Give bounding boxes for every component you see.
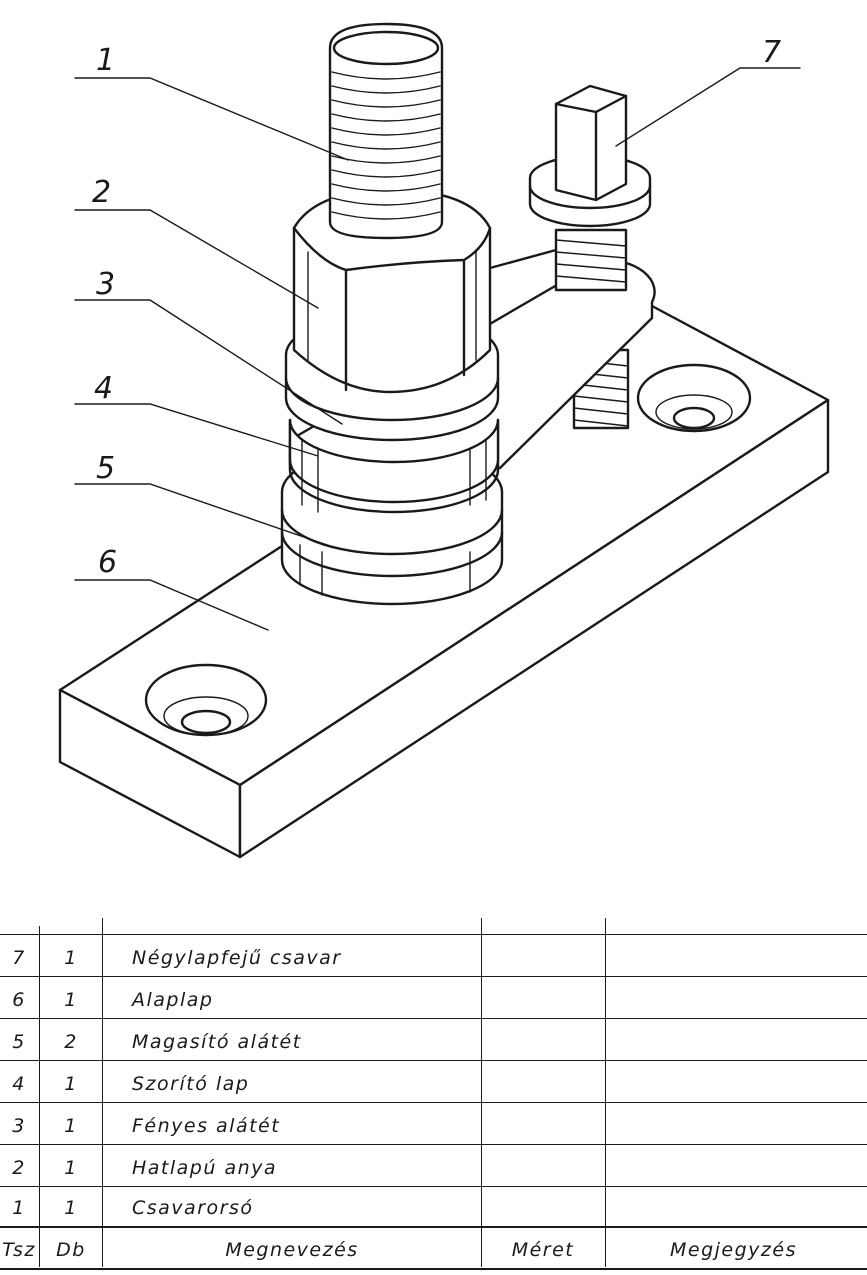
square-head-bolt	[528, 84, 652, 292]
bottom-border	[0, 1268, 867, 1270]
row-tsz: 3	[12, 1115, 26, 1137]
row-note	[606, 1020, 861, 1062]
row-db: 2	[64, 1031, 78, 1053]
row-tsz: 5	[12, 1031, 26, 1053]
table-row: 7 1 Négylapfejű csavar	[0, 936, 867, 978]
row-note	[606, 1186, 861, 1228]
row-db: 1	[64, 1073, 78, 1095]
row-divider	[0, 976, 867, 977]
callout-4: 4	[94, 371, 113, 406]
callout-3: 3	[96, 267, 115, 302]
column-divider	[39, 926, 40, 1267]
row-divider	[0, 1102, 867, 1103]
row-meret	[482, 1104, 604, 1146]
leader-lines	[74, 67, 801, 631]
row-db: 1	[64, 989, 78, 1011]
row-name: Hatlapú anya	[132, 1157, 278, 1179]
assembly-drawing: 1 2 3 4 5 6 7	[58, 22, 830, 859]
callout-5: 5	[96, 451, 115, 486]
row-note	[606, 1146, 861, 1188]
hex-nut	[292, 188, 492, 394]
row-tsz: 7	[12, 947, 26, 969]
table-row: 4 1 Szorító lap	[0, 1062, 867, 1104]
row-tsz: 1	[12, 1197, 26, 1219]
bill-of-materials: 7 1 Négylapfejű csavar 6 1 Alaplap 5 2 M…	[0, 918, 867, 1275]
table-row: 2 1 Hatlapú anya	[0, 1146, 867, 1188]
row-meret	[482, 1186, 604, 1228]
header-divider	[0, 1226, 867, 1228]
threaded-stud	[328, 22, 444, 240]
callout-labels: 1 2 3 4 5 6 7	[92, 35, 781, 580]
table-row: 1 1 Csavarorsó	[0, 1186, 867, 1228]
callout-2: 2	[92, 175, 111, 210]
row-meret	[482, 1146, 604, 1188]
row-meret	[482, 1062, 604, 1104]
row-tsz: 2	[12, 1157, 26, 1179]
header-tsz: Tsz	[2, 1239, 36, 1261]
row-note	[606, 936, 861, 978]
header-name: Megnevezés	[225, 1239, 359, 1261]
row-name: Alaplap	[132, 989, 214, 1011]
callout-1: 1	[96, 43, 115, 78]
row-tsz: 4	[12, 1073, 26, 1095]
callout-7: 7	[762, 35, 781, 70]
row-divider	[0, 1018, 867, 1019]
table-header: Tsz Db Megnevezés Méret Megjegyzés	[0, 1228, 867, 1270]
header-db: Db	[56, 1239, 86, 1261]
row-meret	[482, 936, 604, 978]
row-db: 1	[64, 1197, 78, 1219]
column-divider	[481, 918, 482, 1267]
callout-6: 6	[98, 545, 117, 580]
row-divider	[0, 1186, 867, 1187]
row-name: Fényes alátét	[132, 1115, 281, 1137]
row-note	[606, 1104, 861, 1146]
assembly-svg: 1 2 3 4 5 6 7	[58, 22, 830, 859]
row-db: 1	[64, 1157, 78, 1179]
row-tsz: 6	[12, 989, 26, 1011]
table-row: 5 2 Magasító alátét	[0, 1020, 867, 1062]
row-divider	[0, 934, 867, 935]
row-db: 1	[64, 947, 78, 969]
row-name: Csavarorsó	[132, 1197, 254, 1219]
row-meret	[482, 1020, 604, 1062]
row-note	[606, 978, 861, 1020]
header-meret: Méret	[511, 1239, 575, 1261]
row-divider	[0, 1060, 867, 1061]
row-name: Magasító alátét	[132, 1031, 302, 1053]
row-name: Négylapfejű csavar	[132, 947, 342, 969]
column-divider	[102, 918, 103, 1267]
header-note: Megjegyzés	[670, 1239, 797, 1261]
column-divider	[605, 918, 606, 1267]
row-meret	[482, 978, 604, 1020]
row-db: 1	[64, 1115, 78, 1137]
row-divider	[0, 1144, 867, 1145]
table-row: 3 1 Fényes alátét	[0, 1104, 867, 1146]
row-name: Szorító lap	[132, 1073, 250, 1095]
table-row: 6 1 Alaplap	[0, 978, 867, 1020]
row-note	[606, 1062, 861, 1104]
